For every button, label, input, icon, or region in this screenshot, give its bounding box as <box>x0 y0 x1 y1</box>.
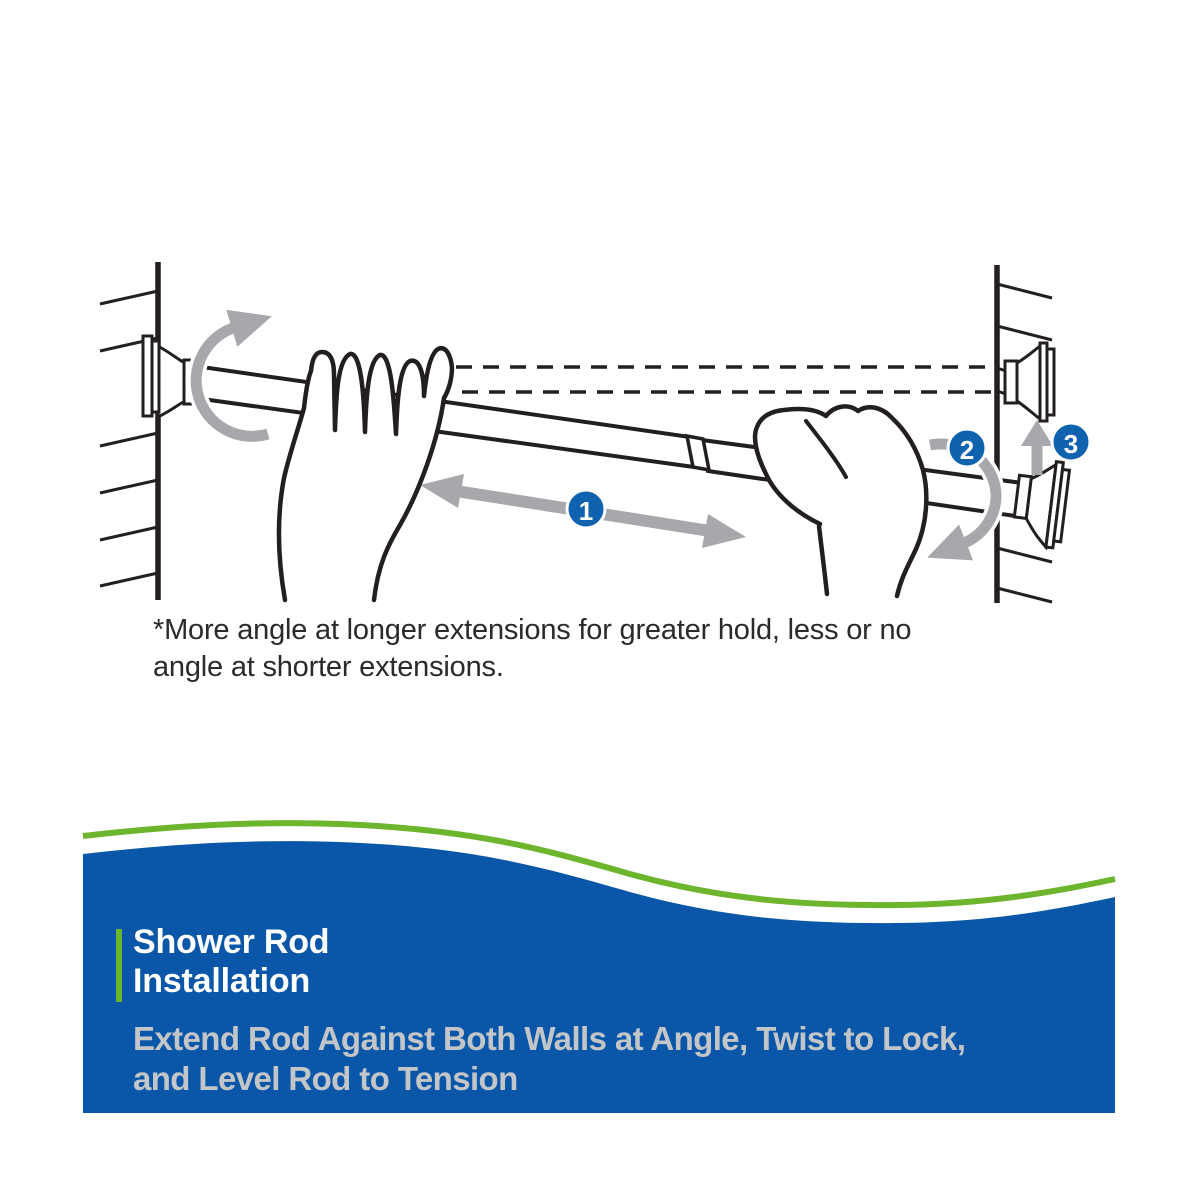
level-position-dashed-lines <box>456 365 997 394</box>
banner-title-line2: Installation <box>133 962 311 1000</box>
twist-rotation-arrow <box>187 309 272 446</box>
step-badge-2-number: 2 <box>960 435 974 465</box>
left-wall-hatching <box>99 289 159 588</box>
right-hand-thumb-line <box>804 419 848 479</box>
step-badge-1: 1 <box>565 488 607 530</box>
right-wall-hatching <box>996 282 1053 604</box>
banner-subtitle-line1: Extend Rod Against Both Walls at Angle, … <box>133 1020 966 1057</box>
banner-green-curve <box>82 820 1116 909</box>
step-badge-3-number: 3 <box>1064 429 1078 459</box>
footnote-caption-line1: *More angle at longer extensions for gre… <box>153 614 912 646</box>
right-hand <box>752 404 929 599</box>
lower-right-flange <box>1012 460 1072 551</box>
banner-title-line1: Shower Rod <box>133 923 330 961</box>
right-hand-wrist-line <box>816 523 830 597</box>
level-up-arrow <box>1021 420 1053 475</box>
step-badge-2: 2 <box>946 427 988 469</box>
banner-subtitle: Extend Rod Against Both Walls at Angle, … <box>133 1019 966 1099</box>
banner-title: Shower Rod Installation <box>133 923 330 1001</box>
upper-right-flange <box>1003 341 1056 423</box>
footnote-caption: *More angle at longer extensions for gre… <box>153 612 1083 686</box>
footnote-caption-line2: angle at shorter extensions. <box>153 651 504 683</box>
left-wall <box>99 262 161 600</box>
step-badge-3: 3 <box>1050 421 1092 463</box>
title-accent-bar <box>116 929 122 1002</box>
banner-blue-shape <box>83 841 1115 1113</box>
right-wall <box>994 265 1053 604</box>
banner-wave <box>82 820 1116 1113</box>
banner-subtitle-line2: and Level Rod to Tension <box>133 1060 518 1097</box>
rod-junction-collar <box>684 433 712 473</box>
step-badge-1-number: 1 <box>579 496 593 526</box>
left-hand <box>276 345 455 603</box>
